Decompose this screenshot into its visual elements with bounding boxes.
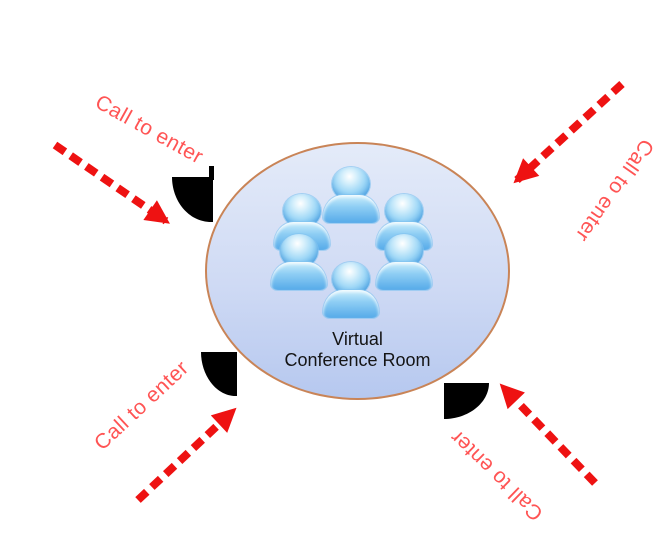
phone-wedge-icon-top-left [172,166,214,223]
call-to-enter-label-top-left: Call to enter [91,90,208,169]
call-to-enter-label-top-right: Call to enter [570,134,659,246]
call-to-enter-label-bottom-right: Call to enter [445,425,548,526]
room-caption: Virtual Conference Room [205,329,510,371]
room-caption-line2: Conference Room [284,350,431,370]
person-body [323,195,379,223]
person-icon [322,167,380,223]
phone-wedge-icon-bottom-right [444,383,489,419]
dashed-arrow-bottom-left [135,407,237,503]
dashed-arrow-top-right [513,81,625,184]
person-icon [322,262,380,318]
person-icon [375,234,433,290]
person-body [376,262,432,290]
person-body [323,290,379,318]
dashed-arrow-top-left [52,141,170,225]
person-body [271,262,327,290]
person-icon [270,234,328,290]
room-caption-line1: Virtual [332,329,383,349]
call-to-enter-label-bottom-left: Call to enter [90,356,194,455]
dashed-arrow-bottom-right [499,383,598,486]
